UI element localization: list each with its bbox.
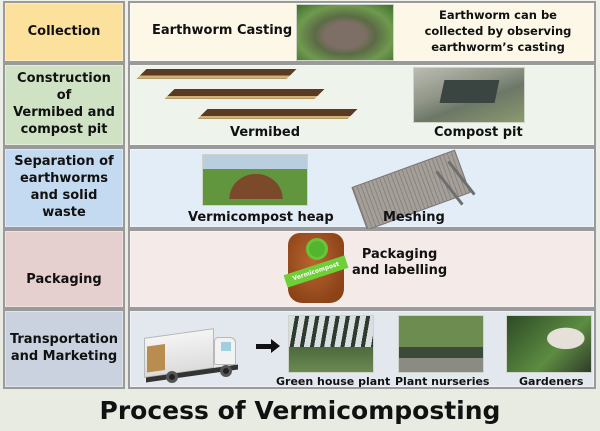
compost-pit-caption: Compost pit: [434, 125, 523, 140]
meshing-caption: Meshing: [383, 210, 445, 225]
earthworm-casting-caption: Earthworm Casting: [152, 23, 293, 38]
stage-label-packaging: Packaging: [3, 229, 125, 309]
stage-content-construction: Vermibed Compost pit: [128, 63, 596, 147]
stage-label-collection: Collection: [3, 1, 125, 63]
compost-pit-photo: [413, 67, 525, 123]
vermibed-illustration: [130, 65, 390, 125]
packaging-caption: Packaging and labelling: [352, 247, 448, 278]
stage-label-construction: Construction of Vermibed and compost pit: [3, 63, 125, 147]
vermibed-layer: [137, 69, 297, 78]
collection-description: Earthworm can be collected by observing …: [424, 8, 572, 54]
vermibed-layer: [198, 109, 358, 118]
vermibed-caption: Vermibed: [230, 125, 301, 140]
stage-separation: Separation of earthworms and solid waste…: [2, 147, 598, 231]
stage-content-transportation: Green house plant Plant nurseries Garden…: [128, 309, 596, 389]
stage-collection: Collection Earthworm Casting Earthworm c…: [2, 1, 598, 63]
stage-packaging: Packaging Vermicompost Packaging and lab…: [2, 229, 598, 309]
vermibed-layer: [165, 89, 325, 98]
vermicompost-heap-photo: [202, 154, 308, 206]
gardeners-caption: Gardeners: [519, 375, 584, 388]
stage-label-separation: Separation of earthworms and solid waste: [3, 147, 125, 229]
compost-bag-illustration: Vermicompost: [283, 233, 349, 303]
delivery-truck-illustration: [140, 319, 250, 385]
earthworm-casting-photo: [296, 4, 394, 61]
diagram-title: Process of Vermicomposting: [99, 396, 501, 425]
stage-construction: Construction of Vermibed and compost pit…: [2, 63, 598, 147]
truck-cab: [214, 337, 236, 365]
stage-label-transportation: Transportation and Marketing: [3, 309, 125, 389]
mesh-illustration: [348, 149, 478, 231]
truck-wheel: [166, 371, 178, 383]
stage-content-collection: Earthworm Casting Earthworm can be colle…: [128, 1, 596, 63]
gardener-photo: [506, 315, 592, 373]
truck-wheel: [220, 365, 232, 377]
bag-label: Vermicompost: [283, 255, 349, 288]
vermicompost-heap-caption: Vermicompost heap: [188, 210, 334, 225]
bag-logo-icon: [309, 241, 325, 257]
plant-nursery-photo: [398, 315, 484, 373]
stage-transportation: Transportation and Marketing Green house…: [2, 309, 598, 389]
stage-content-separation: Vermicompost heap Meshing: [128, 147, 596, 231]
plant-nurseries-caption: Plant nurseries: [395, 375, 490, 388]
greenhouse-photo: [288, 315, 374, 373]
greenhouse-caption: Green house plant: [276, 375, 391, 388]
stage-content-packaging: Vermicompost Packaging and labelling: [128, 229, 596, 309]
arrow-right-icon: [256, 339, 286, 355]
